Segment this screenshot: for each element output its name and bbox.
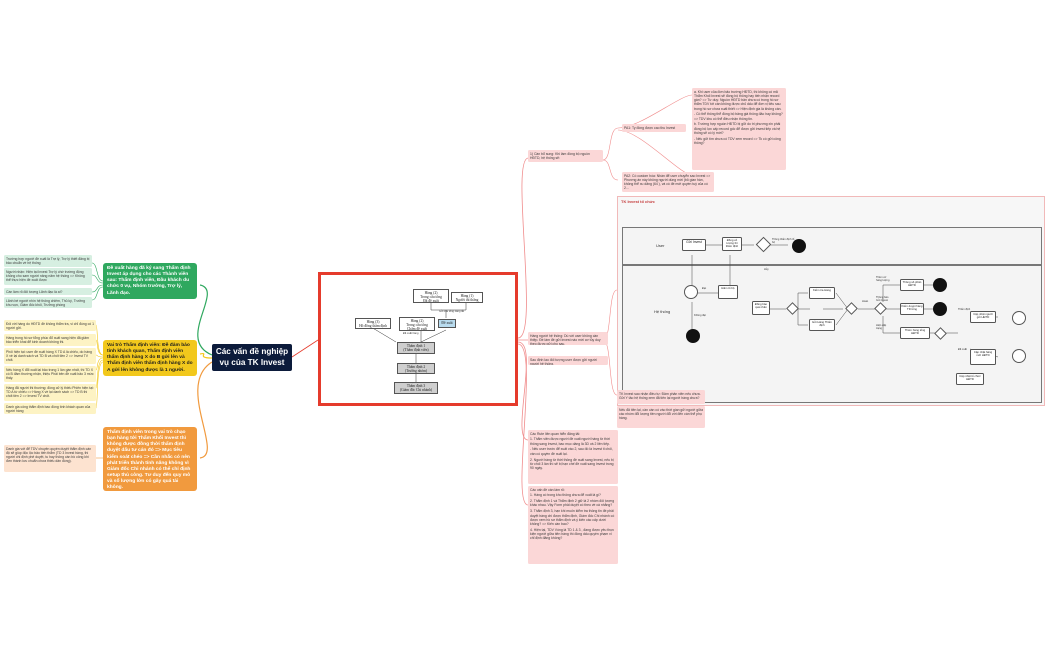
right-bottom-note-3: 2. Người hàng từ thời thông đề xuất sang… <box>530 457 614 471</box>
note-yellow-1: Đối với hàng do HĐTD đề không thẩm tra, … <box>4 320 96 331</box>
right-mid-note-2: Sau định lao đối tượng user được gửi ngư… <box>528 356 608 365</box>
right-flow-note-2: Nếu đã tiên lại, cần cần có vào thời gia… <box>617 406 705 428</box>
note-green-2: Người nhận: Hiện tại Invest Trợ lý chờ t… <box>4 268 92 285</box>
note-green-4: Lãnh bè người nhìn hệ thống chiêm, Thủ k… <box>4 297 92 308</box>
right-top-notes: a. Khi user của đơn bảo trường HĐTD, thì… <box>692 88 786 170</box>
right-top-label[interactable]: 1) Cần bổ sung: Khi làm đồng bộ nguồn HĐ… <box>528 150 603 162</box>
flow-decision-a <box>684 285 698 299</box>
right-bottom2-note-1: 1. Hàng có trong kho thông chưa để xuất … <box>530 493 601 498</box>
org-chart-image: Hàng (2) Trong cấu tổng Đã đề xuất Hàng … <box>318 272 518 406</box>
flow-label-hoan: Hoàn <box>862 300 869 303</box>
flow-box-cap-nhat-to-chuc[interactable]: Cập nhật tổ chức HĐTD <box>956 373 984 385</box>
flow-box-gui-invest[interactable]: Gửi Invest <box>682 239 706 251</box>
branch-green[interactable]: Đề xuất hàng đã ký sang Thẩm định Invest… <box>103 263 197 299</box>
lane-label-system: Hệ thống <box>654 309 671 314</box>
flow-label-tham-dinh: Thẩm định <box>958 308 971 311</box>
flow-box-cap-nhat-moi[interactable]: Cập nhật hàng mới HĐTD <box>970 349 996 365</box>
branch-yellow[interactable]: Vai trò Thẩm định viên: Đề đảm bảo tính … <box>103 340 197 376</box>
flow-box-dam-to-bo[interactable]: Đảm tổ bộ <box>718 285 738 299</box>
flow-end-3 <box>1012 311 1026 325</box>
flow-label-de-xuat: Đề xuất <box>958 348 967 351</box>
right-bottom2-note-4: 4. Hiện tại, TDV Vòng là TD 1 & 3 , đang… <box>530 527 615 541</box>
right-bottom2-label[interactable]: Các vấn đề cần làm rõ: <box>530 487 565 492</box>
flow-box-kiem-tra[interactable]: Kiểm tra Hàng <box>809 287 835 299</box>
flow-label-khong-dat: Không đạt <box>694 314 706 317</box>
org-chart-lines <box>370 302 467 382</box>
flowchart-title: TK Invest tổ chức <box>621 199 655 204</box>
flow-box-dong-bao[interactable]: Đồng bảo quá nhân <box>752 301 770 315</box>
note-yellow-6: Danh gia công thẩm định bao đồng tình kh… <box>4 403 96 414</box>
right-bottom-note-1: 1. Thẩm viên được người đề xuất người hà… <box>530 437 610 446</box>
org-node-7[interactable]: Thẩm định 2 (Trưởng nhóm) <box>397 363 435 374</box>
note-yellow-3: Phối hiện tại: user đề xuất hàng X TD A … <box>4 348 96 364</box>
org-node-1[interactable]: Hàng (2) Trong cấu tổng Đã đề xuất <box>413 289 449 303</box>
flow-end-2 <box>933 302 947 316</box>
right-flow-note-1: TK Invest sao nhận điều tự: Đảm phân viê… <box>617 390 705 404</box>
right-bottom2-note-2: 2. Thẩm định 1 và Thẩm định 2 giữ là 2 n… <box>530 499 615 508</box>
flow-box-them-hang[interactable]: Thêm hàng tổng HĐTD <box>900 327 930 339</box>
flow-end-4 <box>1012 349 1026 363</box>
note-orange-1: Danh gia với để TDV chuyên quyền duyệt t… <box>4 445 96 472</box>
flow-label-thong-bao: Thông báo Gửi Invest <box>876 296 889 302</box>
right-bottom2-note-3: 3. Thẩm định 3, hạn khi muốn kiểm tra th… <box>530 509 615 527</box>
flow-box-thong-so[interactable]: Thông số phân HĐTD <box>900 279 924 291</box>
right-bottom-label[interactable]: Các Rute liên quan hiển đăng tải: <box>530 431 581 436</box>
flow-label-dat: Đạt <box>702 287 707 290</box>
right-bottom-note-2: - Nếu user trước để xuất vào 2, sau đó l… <box>530 447 613 456</box>
right-mid-note-1: Hàng người hệ thống: Dù với user không c… <box>528 332 608 345</box>
right-bottom-block: Các Rute liên quan hiển đăng tải: 1. Thẩ… <box>528 430 618 484</box>
note-yellow-5: Hàng đã người thi thường: đồng cử lý thi… <box>4 384 96 401</box>
org-node-3[interactable]: Hàng (3) Hồ đồng thẩm định <box>355 318 391 329</box>
org-node-5[interactable]: Đề xuất <box>438 319 456 328</box>
org-edge-label-1: Gửi cấu tổng nâng tắt <box>439 310 465 313</box>
right-top-note-4: - Nếu gửi tìm chưa có TDV xem record => … <box>694 136 781 146</box>
note-yellow-2: Hàng trong hồ sơ tổng phúc đổ xuất sang … <box>4 334 96 346</box>
right-top-note-1: a. Khi user của đơn bảo trường HĐTD, thì… <box>694 89 782 111</box>
flow-box-kiem-duyet[interactable]: Kiểm duyệt hàng TD tổng <box>900 303 924 315</box>
right-top-note-pa2: PA2: Có custom hóa: Nhàn để user chuyển … <box>622 172 714 192</box>
note-yellow-4: Nếu hàng X đổi xuất lại bảo trong 1 lần … <box>4 366 96 382</box>
org-node-2[interactable]: Hàng (1) Người thì thắng <box>451 292 483 303</box>
flow-end-user <box>792 239 806 253</box>
note-green-3: Cần làm rõ đối tượng Lãnh đạo là ai? <box>4 288 92 295</box>
flow-label-hien-cap: Hiện cấp trạng <box>876 324 887 330</box>
org-edge-label-2: Đề xuất hàng <box>403 332 419 335</box>
flow-label-huy: Hủy <box>764 268 769 271</box>
flow-label-1: Thông thẩm định tổ bộ <box>772 238 795 244</box>
right-top-sublabel[interactable]: PA1: Ty đồng được cao thu Invest <box>622 124 686 132</box>
org-node-4[interactable]: Hàng (2) Trong cấu tổng Chấm đề xuất <box>399 317 435 331</box>
flow-end-system <box>686 329 700 343</box>
right-top-note-2: - Có thể thông thể đồng bộ bảng giá thôn… <box>694 112 783 121</box>
lane-label-user: User <box>656 243 665 248</box>
central-topic[interactable]: Các vấn đề nghiệp vụ của TK Invest <box>212 344 292 371</box>
branch-orange[interactable]: Thẩm định viên trong vai trò chạo bạn hà… <box>103 427 197 491</box>
flow-label-them: Thêm cơ hàng lượng <box>876 276 890 282</box>
org-node-6[interactable]: Thẩm định 1 (Thẩm định viên) <box>397 342 435 354</box>
branch-line-yellow <box>199 353 213 359</box>
org-node-8[interactable]: Thẩm định 3 (Giám đốc Chi nhánh) <box>394 382 438 394</box>
branch-line-orange <box>197 361 213 459</box>
flowchart-image: TK Invest tổ chức User Hệ thống Gửi Inve… <box>617 196 1045 406</box>
flow-end-1 <box>933 278 947 292</box>
right-top-note-3: b. Trường hợp nguồn HĐTD bị giữ do tri p… <box>694 122 781 135</box>
branch-line-green <box>197 284 213 356</box>
flow-box-gui-hang[interactable]: Gửi Hàng Thẩm định <box>809 319 835 331</box>
right-bottom2-block: Các vấn đề cần làm rõ: 1. Hàng có trong … <box>528 486 618 564</box>
flow-box-cap-nhat-gui[interactable]: Cập nhật người gửi HĐTD <box>970 311 996 323</box>
flow-box-dong-co[interactable]: Đồng cổ tương thì thẩm định <box>722 237 742 251</box>
note-green-1: Trường hợp người đề xuất là Trợ lý, Trợ … <box>4 255 92 267</box>
